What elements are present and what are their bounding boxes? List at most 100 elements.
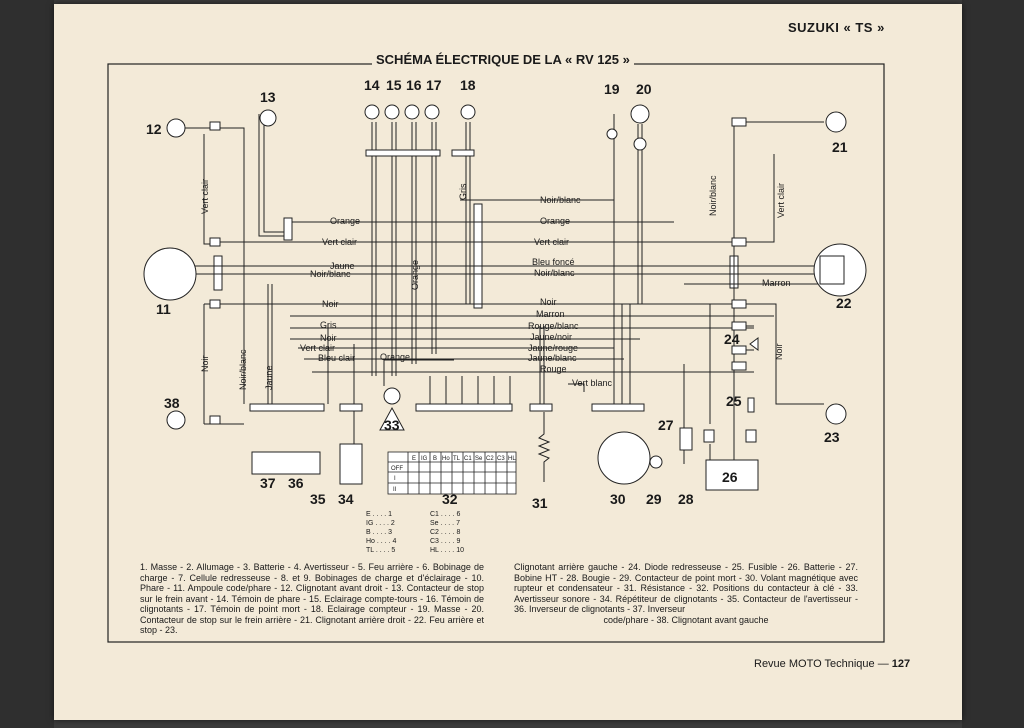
legend-right: Clignotant arrière gauche - 24. Diode re… xyxy=(514,562,858,625)
page-footer: Revue MOTO Technique — 127 xyxy=(754,658,910,670)
label-orange-1: Orange xyxy=(330,216,360,226)
num-29: 29 xyxy=(646,491,662,507)
label-noir-blanc-1: Noir/blanc xyxy=(310,269,351,279)
key-r-0: C1 . . . . 6 xyxy=(430,511,460,518)
wire-labels: Orange Vert clair Jaune Noir/blanc Noir … xyxy=(200,175,791,390)
label-noir-v2: Noir xyxy=(774,343,784,360)
num-24: 24 xyxy=(724,331,740,347)
sw-h-se: Se xyxy=(475,456,483,462)
num-23: 23 xyxy=(824,429,840,445)
key-r-4: HL . . . . 10 xyxy=(430,547,464,554)
num-33: 33 xyxy=(384,417,400,433)
num-30: 30 xyxy=(610,491,626,507)
label-bleu-clair: Bleu clair xyxy=(318,353,355,363)
sw-h-hl: HL xyxy=(508,456,516,462)
sw-row-ii: II xyxy=(393,487,397,493)
label-orange-3: Orange xyxy=(540,216,570,226)
key-l-3: Ho . . . . 4 xyxy=(366,538,396,545)
document-page: SUZUKI « TS » xyxy=(54,4,962,720)
num-26: 26 xyxy=(722,469,738,485)
connectors xyxy=(209,117,747,425)
label-vert-clair-1: Vert clair xyxy=(322,237,357,247)
num-20: 20 xyxy=(636,81,652,97)
lamps xyxy=(143,104,867,491)
key-r-2: C2 . . . . 8 xyxy=(430,529,460,536)
label-orange-v: Orange xyxy=(410,260,420,290)
num-34: 34 xyxy=(338,491,354,507)
num-27: 27 xyxy=(658,417,674,433)
num-37: 37 xyxy=(260,475,276,491)
wiring-diagram: Orange Vert clair Jaune Noir/blanc Noir … xyxy=(107,63,885,643)
label-noir-blanc-3: Noir/blanc xyxy=(534,268,575,278)
num-21: 21 xyxy=(832,139,848,155)
label-noir-3: Noir xyxy=(540,297,557,307)
label-vert-clair-2: Vert clair xyxy=(300,343,335,353)
label-vert-blanc: Vert blanc xyxy=(572,378,613,388)
sw-h-c1: C1 xyxy=(464,456,472,462)
footer-page-number: 127 xyxy=(891,658,911,670)
label-gris-v: Gris xyxy=(458,183,468,200)
label-noir-blanc-v1: Noir/blanc xyxy=(708,175,718,216)
label-jaune-rouge: Jaune/rouge xyxy=(528,343,578,353)
num-11: 11 xyxy=(156,301,171,317)
num-32: 32 xyxy=(442,491,458,507)
resistor xyxy=(537,412,551,482)
num-14: 14 xyxy=(364,77,380,93)
legend-right-main: Clignotant arrière gauche - 24. Diode re… xyxy=(514,562,858,614)
label-noir-1: Noir xyxy=(322,299,339,309)
viewer-background-left xyxy=(0,0,54,728)
key-l-0: E . . . . 1 xyxy=(366,511,392,518)
key-l-1: IG . . . . 2 xyxy=(366,520,395,527)
label-vert-clair-3: Vert clair xyxy=(534,237,569,247)
sw-h-e: E xyxy=(412,456,416,462)
terminal-key: E . . . . 1 IG . . . . 2 B . . . . 3 Ho … xyxy=(366,511,464,554)
component-numbers: 12 13 14 15 16 17 18 19 20 21 22 23 24 2… xyxy=(146,77,852,511)
num-19: 19 xyxy=(604,81,620,97)
sw-row-i: I xyxy=(394,476,396,482)
num-22: 22 xyxy=(836,295,852,311)
sw-h-ho: Ho xyxy=(442,456,450,462)
key-l-4: TL . . . . 5 xyxy=(366,547,395,554)
num-15: 15 xyxy=(386,77,402,93)
label-vert-clair-v1: Vert clair xyxy=(200,179,210,214)
label-noir-blanc-v2: Noir/blanc xyxy=(238,349,248,390)
wiring-lines xyxy=(182,114,824,464)
ignition-switch-table xyxy=(387,451,517,495)
num-35: 35 xyxy=(310,491,326,507)
label-noir-blanc-2: Noir/blanc xyxy=(540,195,581,205)
sw-h-c2: C2 xyxy=(486,456,494,462)
legend-right-last: code/phare - 38. Clignotant avant gauche xyxy=(603,614,769,625)
viewer-background-right xyxy=(962,0,1024,728)
label-rouge: Rouge xyxy=(540,364,567,374)
num-28: 28 xyxy=(678,491,694,507)
label-jaune-noir: Jaune/noir xyxy=(530,332,572,342)
num-18: 18 xyxy=(460,77,476,93)
key-r-1: Se . . . . 7 xyxy=(430,520,460,527)
sw-h-tl: TL xyxy=(453,456,461,462)
num-25: 25 xyxy=(726,393,742,409)
label-jaune-v: Jaune xyxy=(264,365,274,390)
num-36: 36 xyxy=(288,475,304,491)
sw-h-c3: C3 xyxy=(497,456,505,462)
label-jaune-blanc: Jaune/blanc xyxy=(528,353,577,363)
num-12: 12 xyxy=(146,121,162,137)
label-marron-2: Marron xyxy=(536,309,565,319)
label-rouge-blanc: Rouge/blanc xyxy=(528,321,579,331)
label-orange-2: Orange xyxy=(380,352,410,362)
num-38: 38 xyxy=(164,395,180,411)
num-17: 17 xyxy=(426,77,442,93)
label-vert-clair-v2: Vert clair xyxy=(776,183,786,218)
footer-magazine: Revue MOTO Technique — xyxy=(754,658,889,670)
diagram-frame xyxy=(107,63,885,643)
label-marron-1: Marron xyxy=(762,278,791,288)
label-gris-1: Gris xyxy=(320,320,337,330)
key-r-3: C3 . . . . 9 xyxy=(430,538,460,545)
sw-h-b: B xyxy=(433,456,437,462)
key-l-2: B . . . . 3 xyxy=(366,529,392,536)
label-noir-2: Noir xyxy=(320,333,337,343)
switch-table-labels: E IG B Ho TL C1 Se C2 C3 HL OFF I II xyxy=(391,456,516,493)
sw-h-ig: IG xyxy=(421,456,428,462)
legend-left: 1. Masse - 2. Allumage - 3. Batterie - 4… xyxy=(140,562,484,635)
header-brand: SUZUKI « TS » xyxy=(788,20,885,35)
